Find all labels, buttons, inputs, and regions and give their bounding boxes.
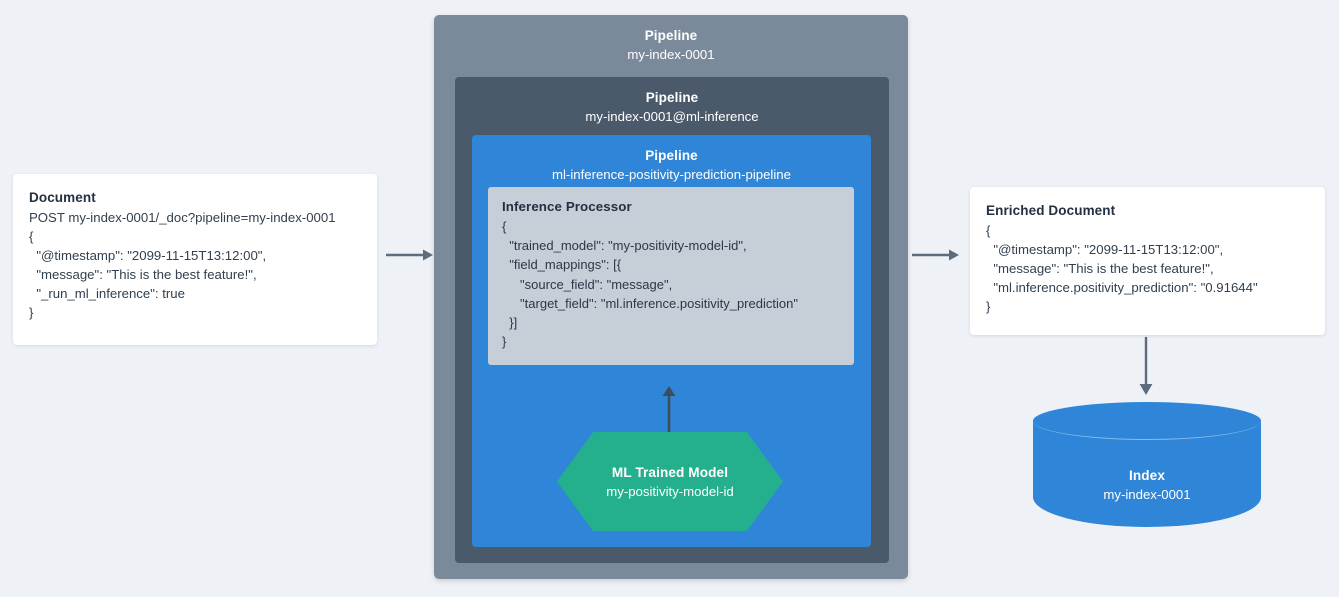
inference-processor-line-2: "field_mappings": [{ [502,257,622,273]
index-kind: Index [1128,468,1165,483]
arrow-document-to-pipeline-icon [386,248,434,267]
ml-trained-model-name: my-positivity-model-id [606,483,734,499]
index-name: my-index-0001 [1103,487,1191,502]
document-line-1: { [29,229,34,244]
document-line-3: "message": "This is the best feature!", [29,267,257,282]
inference-processor-line-0: { [502,219,507,234]
index-cylinder-label: Index my-index-0001 [1033,466,1261,504]
document-line-5: } [29,305,34,320]
inference-processor-title: Inference Processor [502,199,632,214]
pipeline-inner-name: ml-inference-positivity-prediction-pipel… [552,167,791,182]
inference-processor-line-3: "source_field": "message", [502,276,673,292]
enriched-document-line-2: "message": "This is the best feature!", [986,261,1214,276]
pipeline-outer-header: Pipeline my-index-0001 [434,15,908,64]
ml-trained-model-kind: ML Trained Model [611,464,729,480]
pipeline-inner-header: Pipeline ml-inference-positivity-predict… [472,135,871,184]
document-line-0: POST my-index-0001/_doc?pipeline=my-inde… [29,210,336,225]
ml-trained-model-node: ML Trained Model my-positivity-model-id [557,432,783,531]
pipeline-outer-name: my-index-0001 [627,47,715,62]
pipeline-outer-kind: Pipeline [644,28,698,43]
arrow-pipeline-to-enriched-document-icon [912,248,960,267]
document-card: Document POST my-index-0001/_doc?pipelin… [13,174,377,345]
index-cylinder: Index my-index-0001 [1033,402,1261,527]
enriched-document-line-0: { [986,223,991,238]
index-cylinder-top-ellipse [1033,402,1261,440]
pipeline-outer-box: Pipeline my-index-0001 Pipeline my-index… [434,15,908,579]
arrow-enriched-document-to-index-icon [1137,337,1155,400]
enriched-document-line-3: "ml.inference.positivity_prediction": "0… [986,280,1258,295]
pipeline-middle-box: Pipeline my-index-0001@ml-inference Pipe… [455,77,889,563]
document-line-2: "@timestamp": "2099-11-15T13:12:00", [29,248,267,263]
enriched-document-title: Enriched Document [986,203,1116,218]
document-line-4: "_run_ml_inference": true [29,286,185,301]
pipeline-middle-kind: Pipeline [645,90,699,105]
inference-processor-line-1: "trained_model": "my-positivity-model-id… [502,238,747,254]
enriched-document-card: Enriched Document { "@timestamp": "2099-… [970,187,1325,335]
pipeline-middle-header: Pipeline my-index-0001@ml-inference [455,77,889,126]
inference-processor-line-4: "target_field": "ml.inference.positivity… [502,295,798,311]
pipeline-inner-kind: Pipeline [645,148,698,163]
enriched-document-line-1: "@timestamp": "2099-11-15T13:12:00", [986,242,1224,257]
arrow-trained-model-to-processor-icon [660,386,678,437]
inference-processor-line-6: } [502,334,507,350]
enriched-document-line-4: } [986,299,991,314]
document-card-title: Document [29,190,96,205]
inference-processor-card: Inference Processor { "trained_model": "… [488,187,854,365]
inference-processor-line-5: }] [502,315,518,331]
pipeline-middle-name: my-index-0001@ml-inference [585,109,759,124]
